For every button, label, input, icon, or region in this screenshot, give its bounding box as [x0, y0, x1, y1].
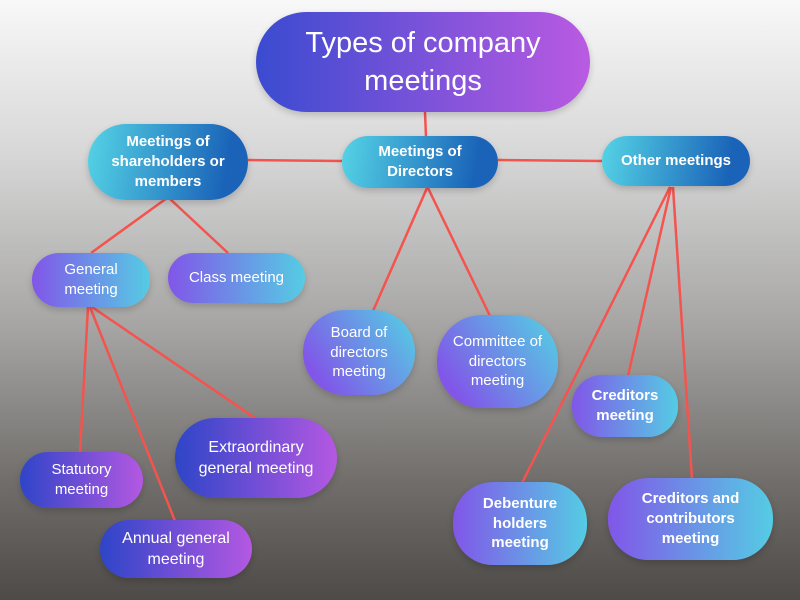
node-statutory-meeting: Statutory meeting [20, 452, 143, 508]
connector-directors-other [497, 158, 603, 163]
connector-other-creditors [626, 186, 673, 377]
node-class-meeting: Class meeting [168, 253, 305, 303]
node-meetings-of-directors: Meetings of Directors [342, 136, 498, 188]
node-creditors-meeting: Creditors meeting [572, 375, 678, 437]
node-board-of-directors-meeting: Board of directors meeting [303, 310, 415, 395]
node-creditors-and-contributors-meeting: Creditors and contributors meeting [608, 478, 773, 560]
connector-directors-committee [426, 187, 492, 317]
connector-directors-board [371, 187, 429, 312]
connector-general-extraordinary [91, 305, 259, 422]
node-meetings-of-shareholders: Meetings of shareholders or members [88, 124, 248, 200]
node-committee-of-directors-meeting: Committee of directors meeting [437, 315, 558, 408]
node-title: Types of company meetings [256, 12, 590, 112]
connector-general-statutory [78, 306, 90, 454]
connector-title-directors [423, 111, 428, 138]
connector-shareholders-class [168, 197, 229, 254]
connector-general-annual [88, 306, 177, 522]
node-debenture-holders-meeting: Debenture holders meeting [453, 482, 587, 565]
connector-shareholders-general [90, 196, 168, 255]
connector-directors-shareholders [247, 158, 343, 163]
node-annual-general-meeting: Annual general meeting [100, 520, 252, 578]
connector-other-debenture [520, 186, 672, 484]
node-other-meetings: Other meetings [602, 136, 750, 186]
node-extraordinary-general-meeting: Extraordinary general meeting [175, 418, 337, 498]
node-general-meeting: General meeting [32, 253, 150, 307]
connector-other-contributors [671, 186, 694, 480]
